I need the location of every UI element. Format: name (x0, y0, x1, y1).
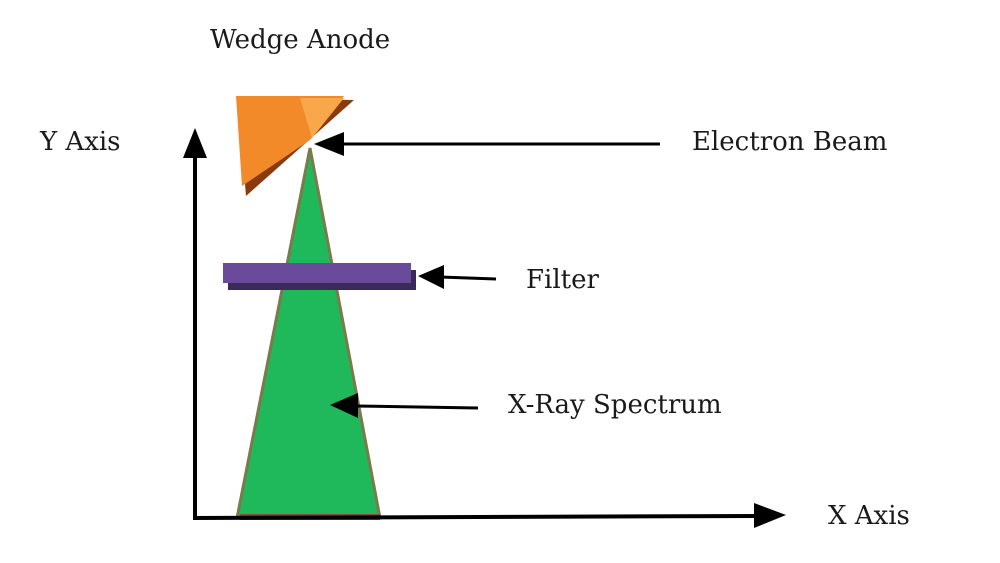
filter-arrowhead (418, 265, 444, 289)
filter-arrow-line (439, 275, 497, 281)
y-axis-arrowhead (183, 128, 207, 158)
x-axis-label: X Axis (828, 501, 910, 531)
electron-beam-arrowhead (314, 132, 344, 156)
xray-spectrum-beam (235, 147, 382, 520)
wedge-anode-label: Wedge Anode (210, 25, 390, 55)
electron-beam-label: Electron Beam (692, 127, 887, 157)
x-axis-arrowhead (754, 503, 786, 528)
xray-spectrum-arrowhead (330, 393, 358, 418)
wedge-anode-highlight (300, 98, 344, 138)
filter-plate (223, 263, 411, 283)
xray-spectrum-label: X-Ray Spectrum (508, 390, 722, 420)
y-axis-label: Y Axis (39, 127, 121, 157)
filter-label: Filter (526, 265, 600, 295)
xray-spectrum-arrow-line (355, 404, 479, 410)
x-axis-line (192, 514, 759, 520)
